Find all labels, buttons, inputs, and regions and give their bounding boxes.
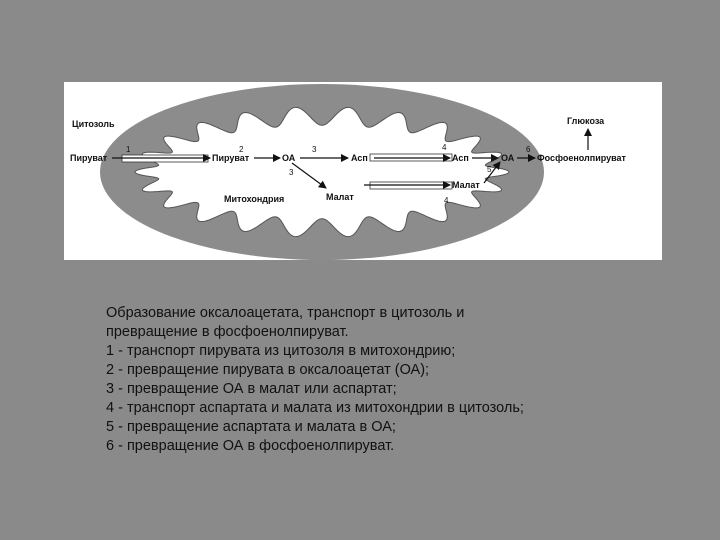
- caption-line: 4 - транспорт аспартата и малата из мито…: [106, 400, 524, 416]
- glucose-label: Глюкоза: [567, 116, 605, 126]
- oxaloacetate-transport-diagram: Цитозоль Митохондрия Глюкоза Пируват Пир…: [70, 84, 627, 260]
- caption-text: Образование оксалоацетата, транспорт в ц…: [106, 304, 686, 456]
- oa-matrix: ОА: [282, 153, 296, 163]
- oa-cytosol: ОА: [501, 153, 515, 163]
- pyruvate-cytosol: Пируват: [70, 153, 108, 163]
- step-2: 2: [239, 145, 244, 154]
- caption-line: 1 - транспорт пирувата из цитозоля в мит…: [106, 343, 456, 359]
- pyruvate-matrix: Пируват: [212, 153, 250, 163]
- step-4a: 4: [442, 143, 447, 152]
- caption-line: превращение в фосфоенолпируват.: [106, 324, 349, 340]
- step-5: 5: [487, 165, 492, 174]
- step-3b: 3: [289, 168, 294, 177]
- caption-line: 6 - превращение ОА в фосфоенолпируват.: [106, 438, 395, 454]
- step-1: 1: [126, 145, 131, 154]
- step-4b: 4: [444, 196, 449, 205]
- caption-line: 3 - превращение ОА в малат или аспартат;: [106, 381, 397, 397]
- malate-cytosol: Малат: [452, 180, 480, 190]
- caption-line: 2 - превращение пирувата в оксалоацетат …: [106, 362, 430, 378]
- malate-matrix: Малат: [326, 192, 354, 202]
- caption-line: 5 - превращение аспартата и малата в ОА;: [106, 419, 396, 435]
- diagram-panel: Цитозоль Митохондрия Глюкоза Пируват Пир…: [64, 82, 662, 260]
- asp-cytosol: Асп: [452, 153, 469, 163]
- arrow-5-malate: [483, 161, 501, 184]
- inner-membrane-cristae: [134, 106, 510, 238]
- mitochondria-label: Митохондрия: [224, 194, 284, 204]
- caption-line: Образование оксалоацетата, транспорт в ц…: [106, 305, 465, 321]
- pep-label: Фосфоенолпируват: [537, 153, 627, 163]
- step-6: 6: [526, 145, 531, 154]
- step-3a: 3: [312, 145, 317, 154]
- asp-matrix: Асп: [351, 153, 368, 163]
- cytosol-label: Цитозоль: [72, 119, 115, 129]
- arrow-3-malate: [291, 162, 327, 189]
